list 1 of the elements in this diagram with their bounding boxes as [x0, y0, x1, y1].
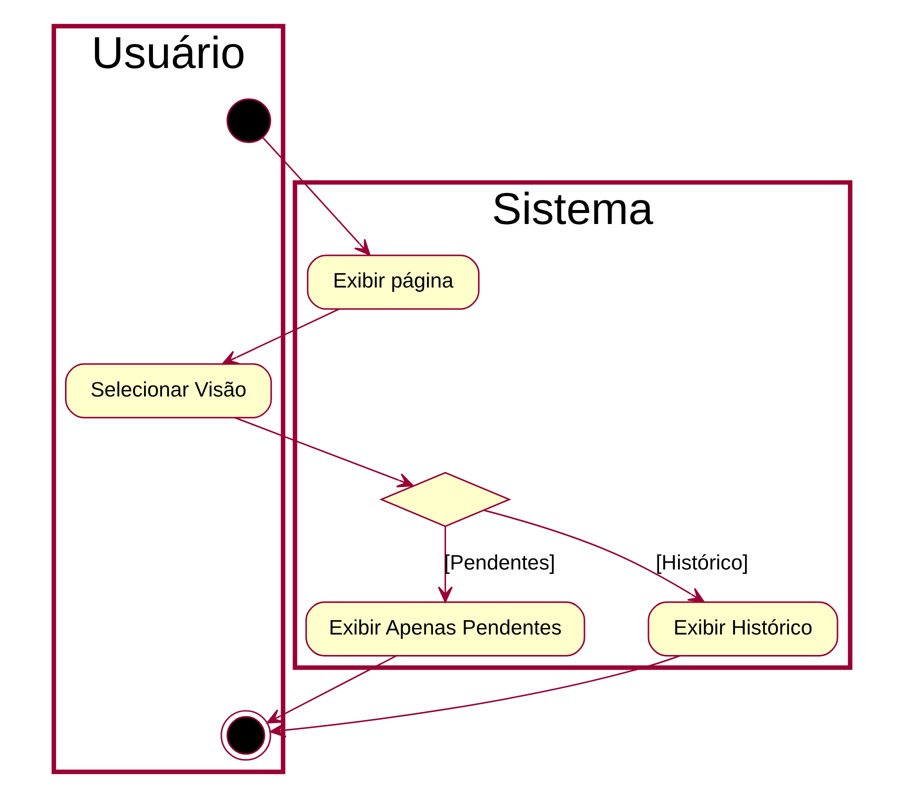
edge-label: [Histórico]	[655, 552, 748, 575]
